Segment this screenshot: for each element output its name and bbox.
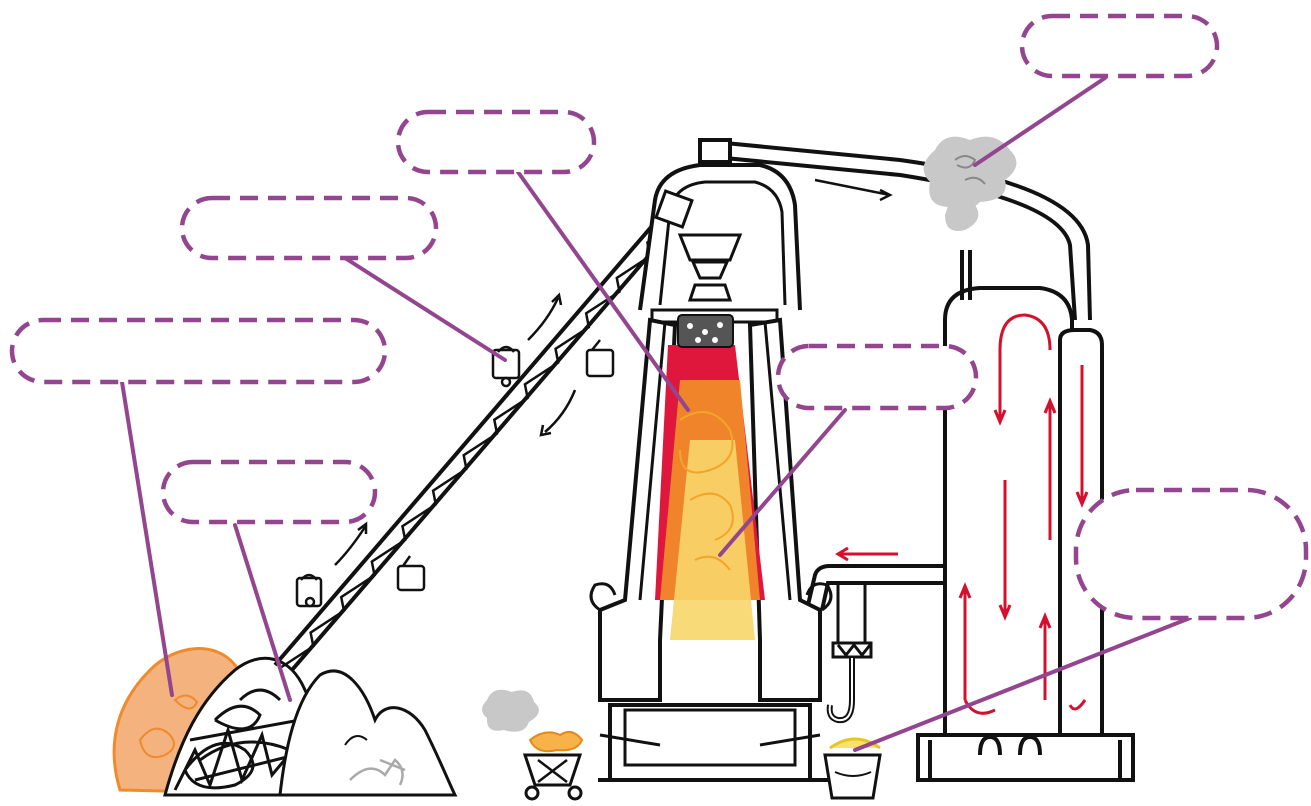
arrow-icon bbox=[541, 390, 575, 435]
label-box-left[interactable] bbox=[12, 320, 385, 382]
skip-bucket-icon bbox=[297, 575, 321, 606]
skip-hoist-truss bbox=[280, 207, 681, 668]
mine-cart-icon bbox=[525, 732, 582, 799]
bucket-icon bbox=[825, 739, 880, 798]
arrow-icon bbox=[815, 180, 890, 200]
skip-bucket-icon bbox=[587, 340, 613, 376]
label-box-left-lower[interactable] bbox=[163, 462, 375, 522]
furnace-charge bbox=[678, 315, 733, 347]
smoke-icon bbox=[482, 690, 539, 732]
label-box-top-right[interactable] bbox=[1022, 16, 1217, 76]
arrow-icon bbox=[335, 524, 366, 565]
truss-zigzag bbox=[280, 207, 681, 668]
arrow-icon bbox=[838, 548, 898, 560]
label-box-top-center[interactable] bbox=[398, 112, 594, 172]
hook-icon bbox=[830, 585, 871, 720]
arrow-icon bbox=[528, 295, 561, 340]
label-box-right[interactable] bbox=[1076, 490, 1306, 618]
skip-bucket-icon bbox=[398, 556, 424, 590]
label-box-middle[interactable] bbox=[778, 346, 976, 408]
smoke-icon bbox=[924, 137, 1017, 231]
label-box-upper-left[interactable] bbox=[182, 198, 436, 258]
